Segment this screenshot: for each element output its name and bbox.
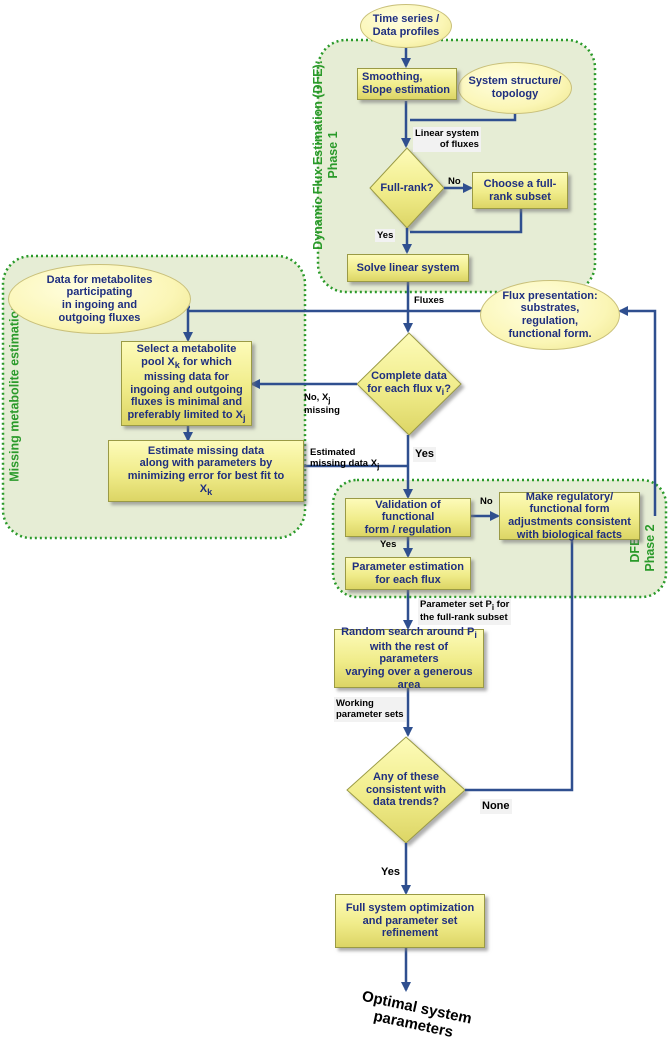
smoothing-box: Smoothing, Slope estimation (357, 68, 457, 100)
arrow-structure-merge (410, 112, 517, 122)
complete-data-text: Complete data for each flux vi? (367, 370, 451, 398)
flux-presentation-ellipse: Flux presentation: substrates, regulatio… (480, 280, 620, 350)
time-series-ellipse: Time series / Data profiles (360, 4, 452, 48)
make-regulatory-box: Make regulatory/ functional form adjustm… (499, 491, 640, 541)
parameter-estimation-box: Parameter estimation for each flux (345, 557, 471, 590)
label-linear-system: Linear system of fluxes (413, 127, 481, 152)
arrow-choose-merge (410, 209, 523, 234)
select-pool-box: Select a metabolite pool Xk for which mi… (121, 341, 252, 426)
solve-linear-box: Solve linear system (347, 254, 469, 282)
label-estimated-missing: Estimated missing data Xj (310, 447, 380, 472)
estimate-missing-box: Estimate missing data along with paramet… (108, 440, 304, 502)
label-no-validation: No (480, 496, 493, 507)
label-yes-final: Yes (381, 866, 400, 878)
label-working-sets: Working parameter sets (334, 697, 406, 722)
label-yes-fullrank: Yes (375, 229, 396, 243)
label-no-missing: No, Xj missing (304, 392, 340, 417)
region-title-missing: Missing metabolite estimation (7, 303, 22, 482)
label-fluxes: Fluxes (414, 295, 445, 306)
random-search-box: Random search around Pi with the rest of… (334, 625, 484, 691)
select-pool-text: Select a metabolite pool Xk for which mi… (127, 343, 246, 423)
system-structure-ellipse: System structure/ topology (458, 62, 572, 114)
label-no-fullrank: No (448, 176, 461, 187)
choose-subset-box: Choose a full- rank subset (472, 172, 568, 209)
region-title-dfe-phase1: Dynamic Flux Estimation (DFE): Phase 1 (311, 60, 340, 250)
estimate-missing-text: Estimate missing data along with paramet… (127, 444, 285, 497)
validation-box: Validation of functional form / regulati… (345, 498, 471, 537)
random-search-text: Random search around Pi with the rest of… (341, 625, 477, 691)
any-consistent-text: Any of these consistent with data trends… (365, 771, 447, 809)
arrow-makereg-flux (618, 306, 657, 516)
label-yes-complete: Yes (413, 447, 436, 463)
label-none: None (480, 799, 512, 815)
label-yes-validation: Yes (380, 539, 397, 550)
label-parameter-set: Parameter set Pi for the full-rank subse… (418, 598, 512, 625)
arrow-none-makereg (465, 528, 577, 792)
data-metabolites-ellipse: Data for metabolites participating in in… (8, 264, 191, 334)
full-rank-text: Full-rank? (380, 181, 434, 194)
full-optimization-box: Full system optimization and parameter s… (335, 894, 485, 948)
